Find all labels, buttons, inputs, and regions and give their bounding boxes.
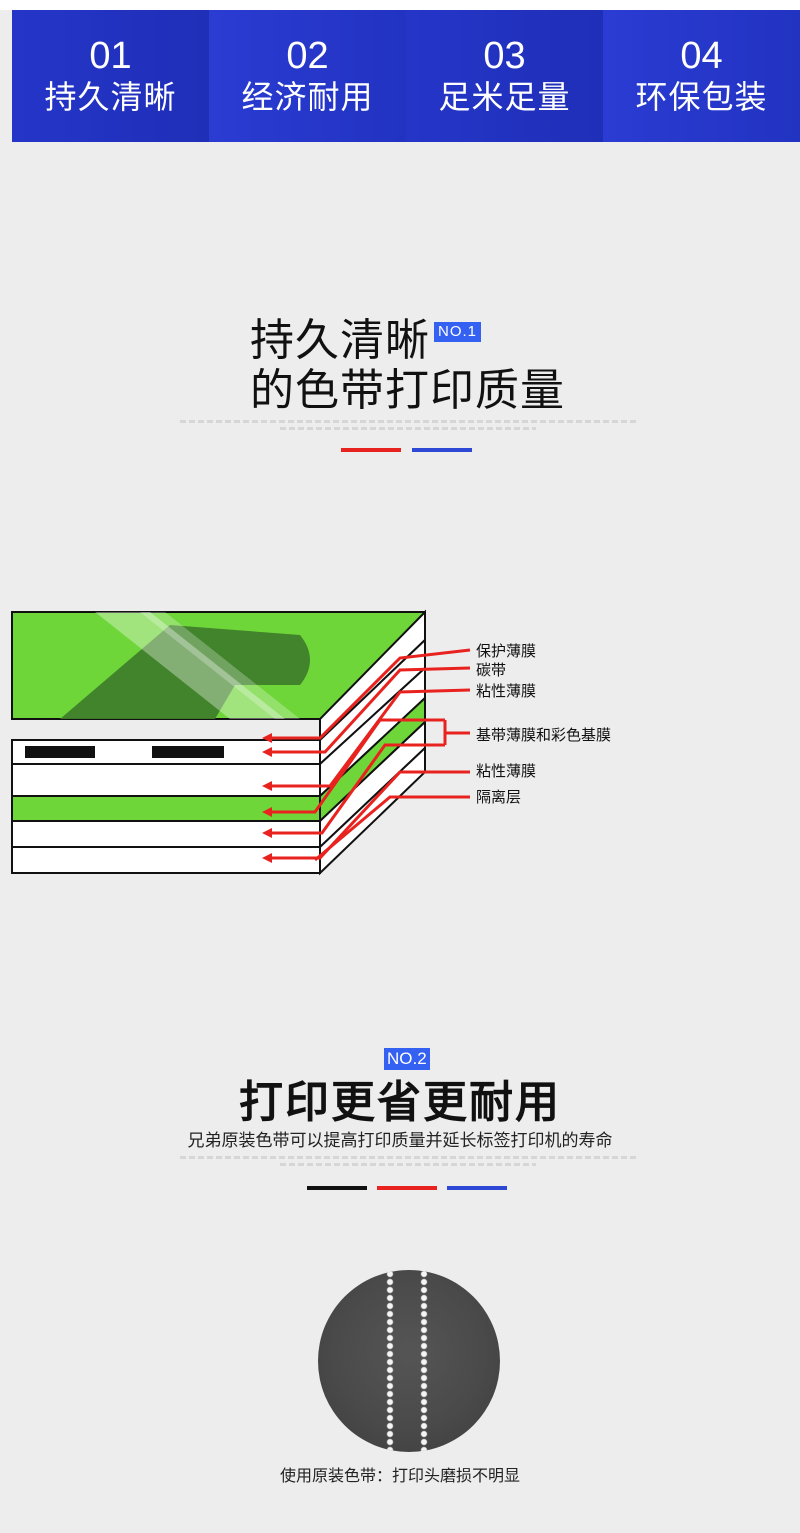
blue-divider: [412, 448, 472, 452]
top-strip: [0, 0, 800, 10]
ribbon-layer-diagram: 保护薄膜 碳带 粘性薄膜 基带薄膜和彩色基膜 粘性薄膜 隔离层: [11, 609, 611, 876]
callout-arrows: [270, 648, 471, 862]
feature-04: 04 环保包装: [603, 10, 800, 142]
feature-banner: 01 持久清晰 02 经济耐用 03 足米足量 04 环保包装: [12, 10, 800, 142]
glare-shape: [95, 612, 285, 719]
printhead-dot-column: [384, 1270, 396, 1452]
feature-label: 持久清晰: [44, 78, 177, 116]
black-divider: [307, 1186, 367, 1190]
feature-label: 经济耐用: [241, 78, 374, 116]
label-protective-film: 保护薄膜: [476, 642, 536, 660]
label-carbon-ribbon: 碳带: [476, 661, 506, 679]
label-release-layer: 隔离层: [476, 788, 521, 806]
red-divider: [377, 1186, 437, 1190]
section2-subtitle: 兄弟原装色带可以提高打印质量并延长标签打印机的寿命: [187, 1131, 613, 1151]
label-adhesive-film-2: 粘性薄膜: [476, 762, 536, 780]
feature-02: 02 经济耐用: [209, 10, 406, 142]
label-base-film: 基带薄膜和彩色基膜: [476, 726, 611, 744]
feature-03: 03 足米足量: [406, 10, 603, 142]
decorative-fine-line: [180, 420, 636, 423]
section1-title-line1: 持久清晰: [250, 315, 430, 366]
green-base-layer: [11, 795, 321, 822]
feature-label: 足米足量: [438, 78, 571, 116]
printhead-caption: 使用原装色带：打印头磨损不明显: [279, 1466, 520, 1485]
blue-divider: [447, 1186, 507, 1190]
printhead-closeup-image: [318, 1270, 500, 1452]
print-mark: [25, 746, 95, 758]
section1-title-line2: 的色带打印质量: [250, 365, 565, 416]
section1-badge: NO.1: [434, 322, 482, 342]
label-adhesive-film: 粘性薄膜: [476, 682, 536, 700]
section2-badge: NO.2: [384, 1048, 430, 1070]
feature-number: 04: [680, 35, 723, 77]
printhead-dot-column: [418, 1270, 430, 1452]
decorative-fine-line: [280, 1163, 536, 1166]
decorative-fine-line: [280, 427, 536, 430]
feature-number: 02: [286, 35, 329, 77]
feature-number: 03: [483, 35, 526, 77]
glare-shape: [140, 612, 300, 719]
feature-label: 环保包装: [635, 78, 768, 116]
ribbon-layer: [11, 846, 321, 874]
red-divider: [341, 448, 401, 452]
section2-title: 打印更省更耐用: [239, 1077, 561, 1128]
ribbon-layer: [11, 763, 321, 797]
decorative-fine-line: [180, 1156, 636, 1159]
feature-number: 01: [89, 35, 132, 77]
feature-01: 01 持久清晰: [12, 10, 209, 142]
arrow-heads: [262, 733, 272, 863]
print-mark: [152, 746, 224, 758]
brand-mark-shape: [60, 625, 310, 719]
